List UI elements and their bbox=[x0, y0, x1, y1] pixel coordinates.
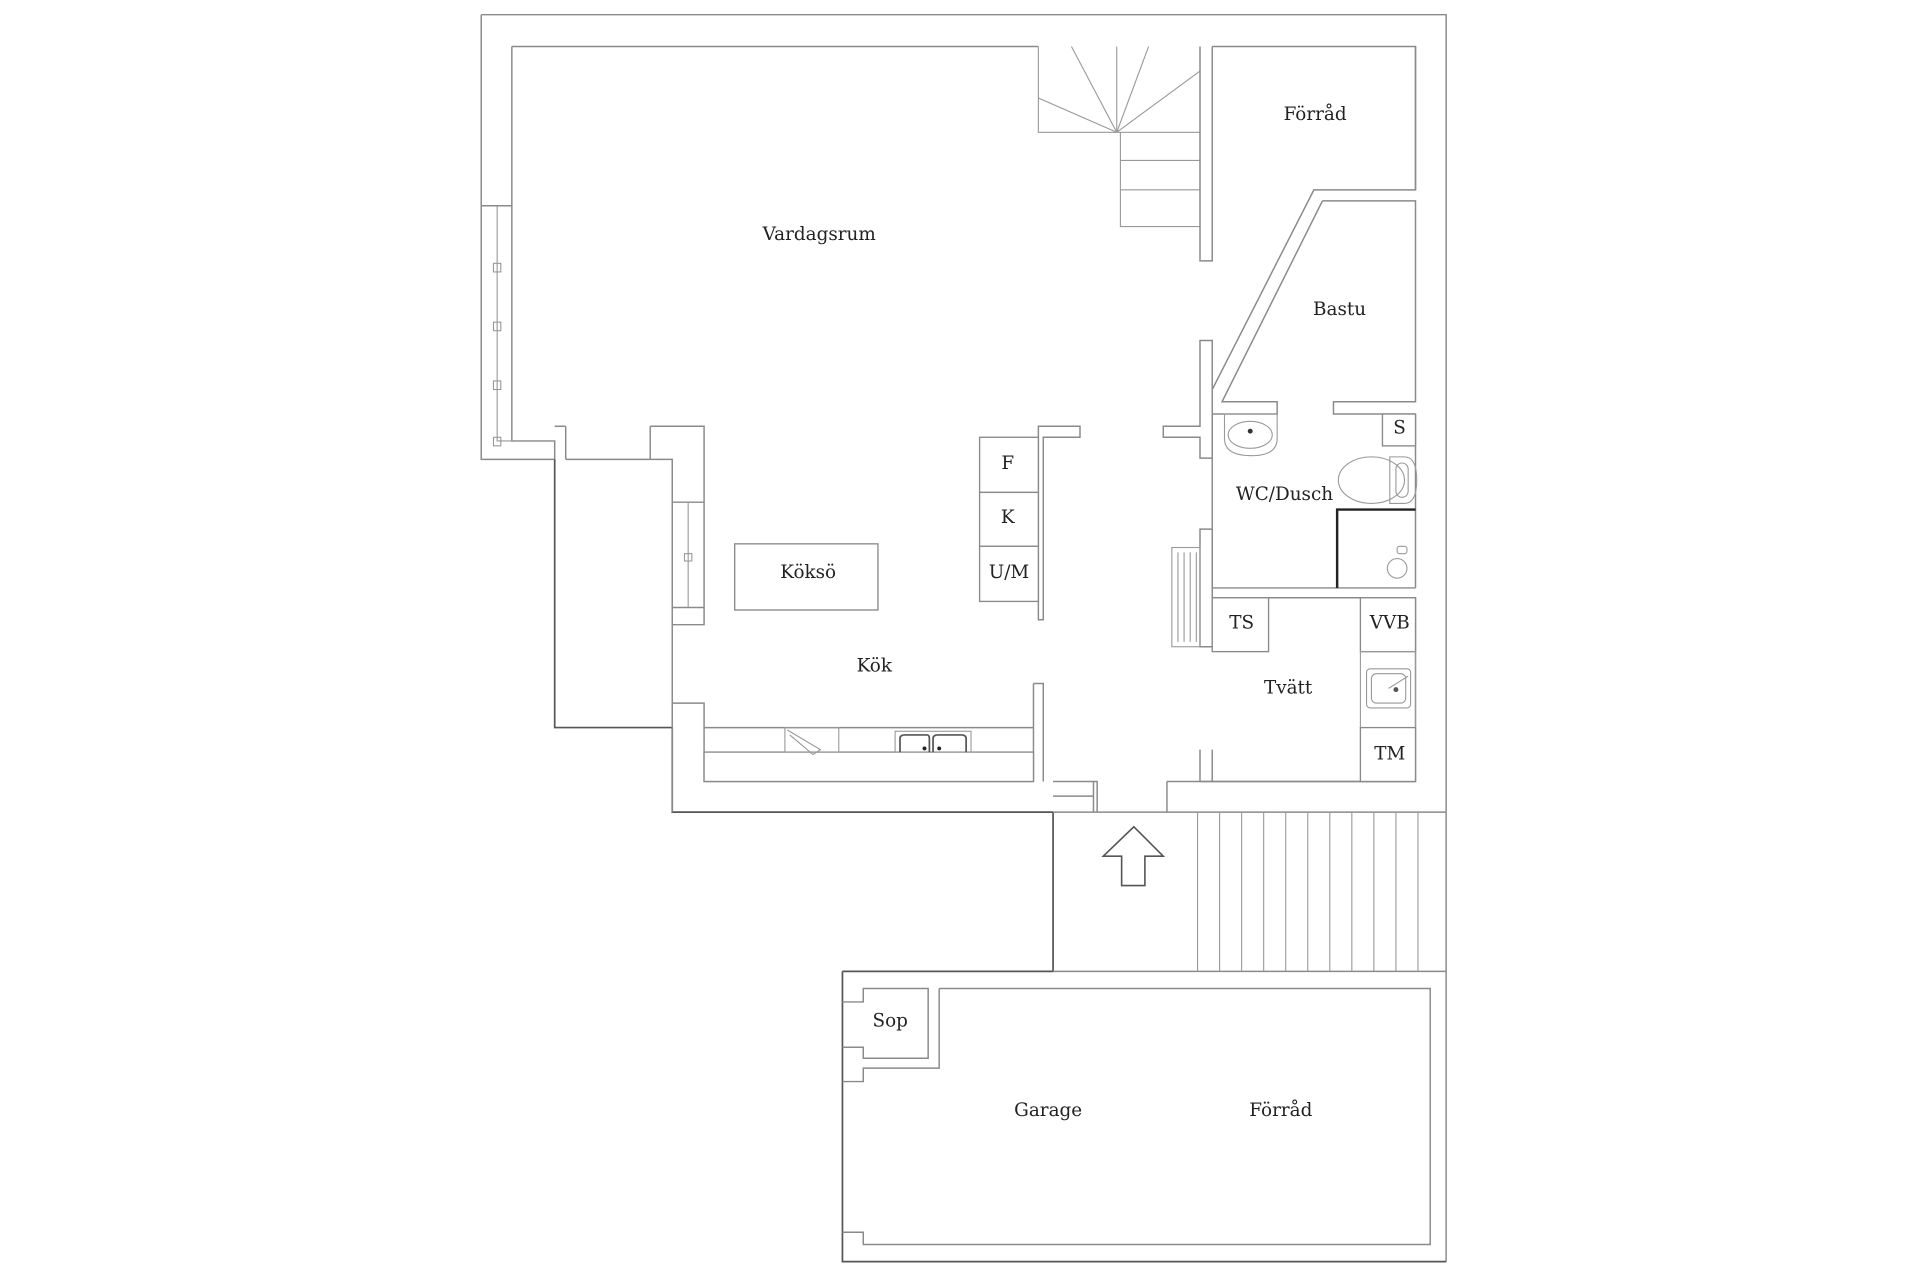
radiator-icon bbox=[1171, 546, 1201, 648]
fixture-label-kokso: Köksö bbox=[780, 562, 836, 583]
fixture-label-s: S bbox=[1393, 418, 1406, 439]
sink-icon bbox=[894, 730, 972, 753]
fridge bbox=[978, 436, 1040, 494]
fixture-label-f: F bbox=[1001, 453, 1014, 474]
entrance-deck bbox=[842, 811, 1447, 1262]
oven-microwave bbox=[978, 545, 1040, 603]
washbasin-icon bbox=[1223, 413, 1278, 457]
room-label-vardagsrum: Vardagsrum bbox=[762, 224, 876, 245]
stove-icon bbox=[784, 727, 840, 756]
laundry-fixtures bbox=[1211, 597, 1417, 783]
room-label-forrad-garage: Förråd bbox=[1249, 1099, 1312, 1121]
entrance-arrow-icon bbox=[1101, 825, 1166, 887]
fixture-label-ts: TS bbox=[1229, 612, 1254, 633]
room-label-sop: Sop bbox=[873, 1011, 908, 1032]
bathroom-fixtures bbox=[1223, 413, 1418, 588]
laundry-sink-icon bbox=[1365, 668, 1412, 709]
toilet-icon bbox=[1337, 456, 1418, 504]
room-label-forrad: Förråd bbox=[1284, 103, 1347, 125]
room-labels: Vardagsrum Förråd Bastu WC/Dusch S F K U… bbox=[762, 103, 1410, 1121]
room-label-bastu: Bastu bbox=[1313, 299, 1366, 320]
room-label-wc-dusch: WC/Dusch bbox=[1236, 484, 1333, 505]
fixture-label-um: U/M bbox=[989, 562, 1029, 583]
shower-icon bbox=[1335, 508, 1416, 588]
garage-walls bbox=[841, 971, 1447, 1263]
room-label-garage: Garage bbox=[1014, 1100, 1082, 1121]
room-label-tvatt: Tvätt bbox=[1264, 677, 1313, 698]
fixture-label-vvb: VVB bbox=[1369, 612, 1410, 633]
kitchen-island bbox=[734, 543, 879, 611]
freezer bbox=[978, 491, 1040, 547]
fixture-label-tm: TM bbox=[1374, 744, 1405, 765]
kitchen-counter bbox=[703, 726, 1035, 783]
interior-walls bbox=[1032, 45, 1417, 813]
staircase-icon bbox=[1037, 46, 1201, 228]
kitchen-appliances bbox=[734, 436, 1040, 611]
fixture-label-k: K bbox=[1001, 507, 1015, 528]
house-walls bbox=[480, 13, 1447, 813]
room-label-kok: Kök bbox=[857, 655, 893, 676]
